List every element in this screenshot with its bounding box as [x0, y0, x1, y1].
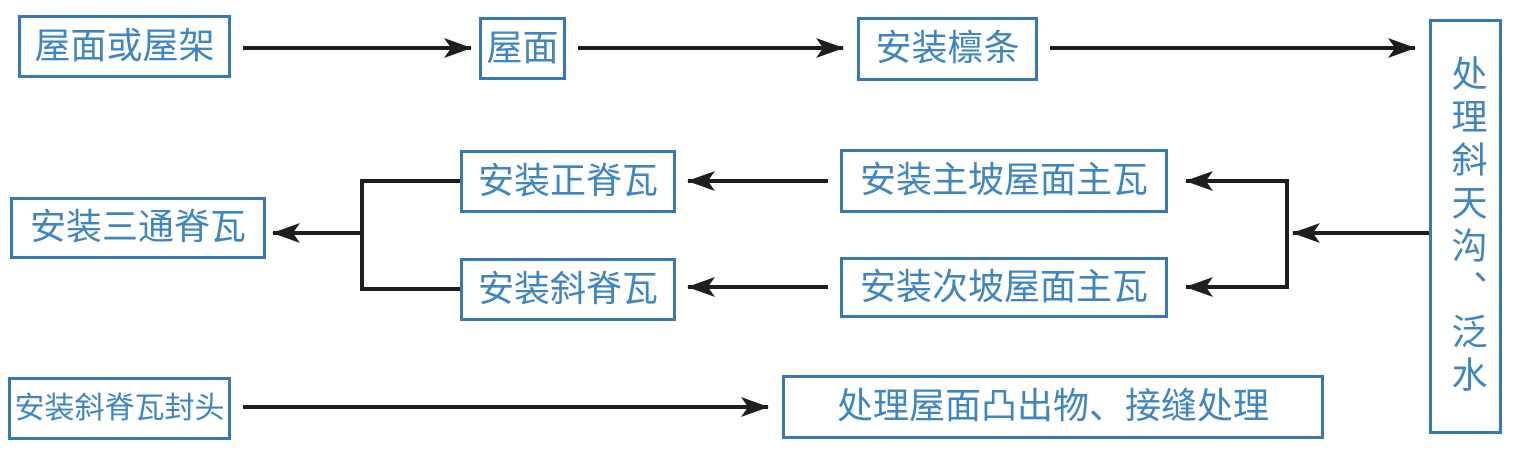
node-label: 安装次坡屋面主瓦 [859, 266, 1148, 308]
node-label: 屋面或屋架 [34, 25, 215, 67]
node-label: 安装檩条 [875, 28, 1020, 69]
node-install-hip-ridge-tiles: 安装斜脊瓦 [460, 258, 676, 321]
merge-bracket-left [272, 179, 460, 291]
node-install-main-ridge-tiles: 安装正脊瓦 [460, 150, 676, 213]
node-install-hip-ridge-end-caps: 安装斜脊瓦封头 [8, 377, 231, 440]
node-install-purlins: 安装檩条 [857, 17, 1038, 81]
node-roof: 屋面 [479, 17, 566, 80]
node-install-secondary-slope-main-tiles: 安装次坡屋面主瓦 [840, 257, 1168, 318]
split-bracket-right [1185, 171, 1289, 297]
node-label: 处理屋面凸出物、接缝处理 [836, 386, 1269, 427]
node-label: 屋面 [486, 27, 559, 69]
node-install-main-slope-main-tiles: 安装主坡屋面主瓦 [840, 149, 1168, 213]
node-treat-protrusions-and-seams: 处理屋面凸出物、接缝处理 [782, 375, 1324, 439]
node-label: 安装斜脊瓦 [477, 268, 658, 310]
node-install-three-way-ridge-tiles: 安装三通脊瓦 [10, 197, 266, 259]
node-label: 处理斜天沟、泛水 [1445, 54, 1487, 399]
node-roof-or-roof-truss: 屋面或屋架 [18, 15, 231, 78]
node-label: 安装正脊瓦 [477, 160, 658, 202]
node-treat-valley-and-flashing: 处理斜天沟、泛水 [1429, 19, 1502, 434]
node-label: 安装斜脊瓦封头 [14, 390, 225, 426]
node-label: 安装主坡屋面主瓦 [859, 160, 1148, 201]
node-label: 安装三通脊瓦 [29, 207, 246, 248]
